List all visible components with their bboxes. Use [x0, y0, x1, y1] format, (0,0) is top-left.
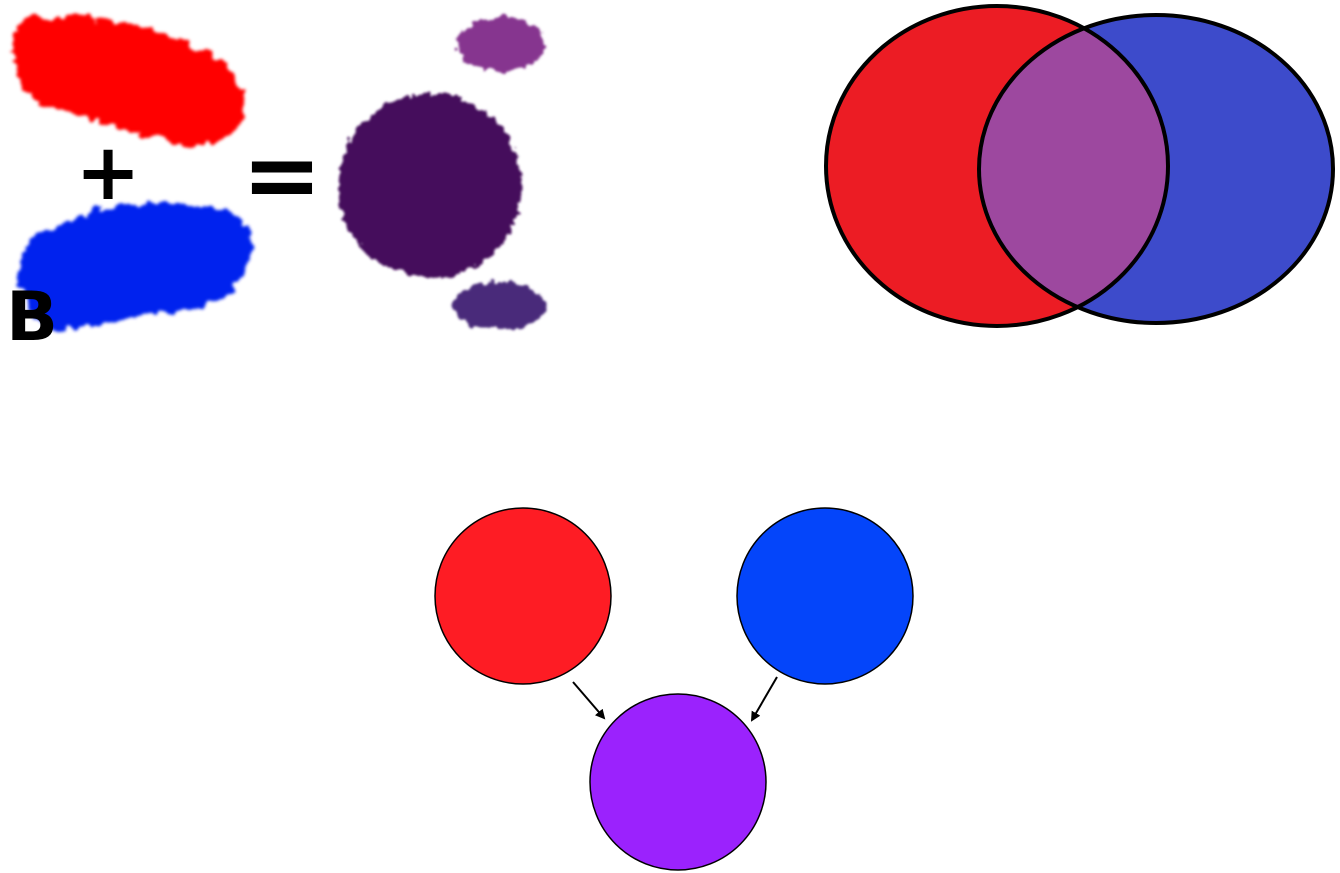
blue-circle	[736, 507, 914, 685]
flow-panel	[434, 507, 914, 871]
red-paint-smear	[12, 16, 245, 146]
purple-overlap	[979, 15, 1168, 323]
red-set-outline	[824, 4, 1170, 328]
arrow-blue-to-purple	[750, 676, 778, 722]
equals-symbol: =	[242, 119, 322, 231]
arrow-red-to-purple	[572, 681, 606, 720]
blue-paint-smear	[19, 202, 251, 331]
red-circle	[434, 507, 612, 685]
plus-symbol: +	[75, 128, 140, 218]
venn-panel	[824, 4, 1335, 328]
purple-paint-dab-top	[457, 17, 545, 71]
paint-mixing-panel: + = B	[6, 16, 545, 357]
panel-letter: B	[6, 278, 58, 357]
purple-paint-blob	[338, 94, 522, 278]
blue-set-outline	[977, 13, 1335, 325]
purple-circle	[589, 693, 767, 871]
purple-paint-dab-bottom	[453, 282, 545, 330]
